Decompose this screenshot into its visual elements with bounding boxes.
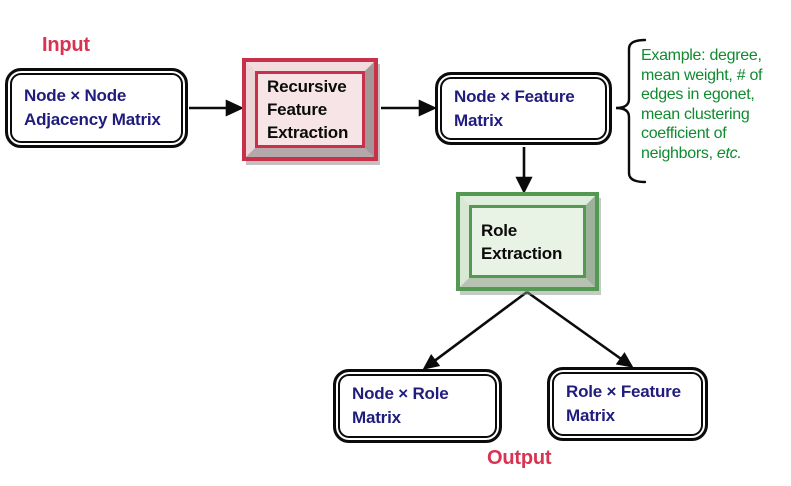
box-text-line: Recursive <box>267 77 347 96</box>
feature-examples-annotation: Example: degree, mean weight, # of edges… <box>641 46 791 163</box>
box-text-line: Matrix <box>352 408 401 427</box>
box-text-line: Matrix <box>566 406 615 425</box>
box-text-line: Matrix <box>454 110 503 130</box>
arrow-adjacency-to-recursive <box>189 99 245 117</box>
box-text-line: Node × Feature <box>454 86 575 106</box>
box-text-line: Adjacency Matrix <box>24 110 161 129</box>
arrow-role-to-node-role <box>422 290 528 370</box>
arrow-feature-to-role <box>515 147 533 194</box>
input-label: Input <box>42 34 90 56</box>
annotation-etc-italic: etc. <box>716 144 742 162</box>
node-node-adjacency-matrix-box: Node × Node Adjacency Matrix <box>5 68 188 148</box>
box-text-line: Node × Role <box>352 384 449 403</box>
annotation-line: neighbors, etc. <box>641 144 791 164</box>
role-extraction-box: Role Extraction <box>456 192 599 291</box>
annotation-line: Example: degree, <box>641 47 762 64</box>
box-text-line: Node × Node <box>24 86 127 105</box>
box-text-line: Feature <box>267 100 328 119</box>
annotation-line: mean weight, # of <box>641 66 763 84</box>
bevel-frame: Recursive Feature Extraction <box>246 62 374 157</box>
output-label: Output <box>487 447 552 469</box>
box-text-line: Role × Feature <box>566 382 681 401</box>
annotation-line: coefficient of <box>641 125 727 142</box>
arrow-role-to-role-feature <box>526 290 634 368</box>
box-text-line: Extraction <box>481 243 563 263</box>
annotation-line: edges in egonet, <box>641 86 755 103</box>
box-text-line: Extraction <box>267 123 349 142</box>
recursive-feature-extraction-box: Recursive Feature Extraction <box>242 58 378 161</box>
bevel-frame: Role Extraction <box>460 196 595 287</box>
node-feature-matrix-box: Node × Feature Matrix <box>435 72 612 145</box>
box-text-line: Role <box>481 220 518 240</box>
node-role-matrix-box: Node × Role Matrix <box>333 369 502 443</box>
role-feature-matrix-box: Role × Feature Matrix <box>547 367 708 441</box>
annotation-line-part: neighbors, <box>641 144 717 162</box>
arrow-recursive-to-feature <box>381 99 438 117</box>
annotation-line: mean clustering <box>641 105 750 123</box>
